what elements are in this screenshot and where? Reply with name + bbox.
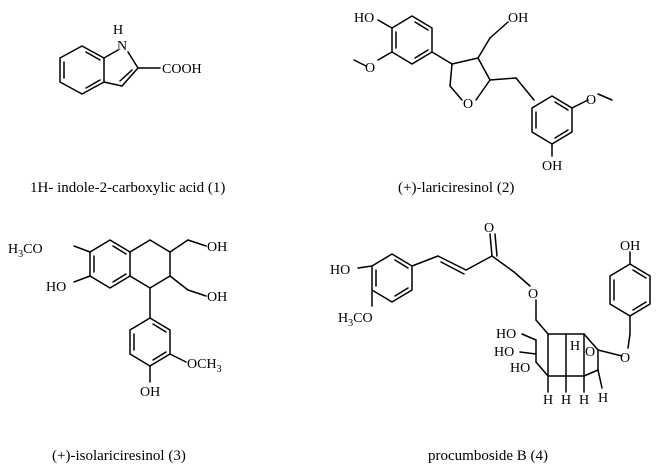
methoxy-o-left-label: O xyxy=(365,61,375,76)
carbonyl-o-label: O xyxy=(484,221,494,236)
sugar-ho1-label: HO xyxy=(496,327,516,342)
ch2oh-label: OH xyxy=(508,11,528,26)
sugar-h4-label: H xyxy=(579,393,589,408)
compound-3-structure: H3CO HO OH OH OCH3 OH xyxy=(8,239,227,400)
compound-1-caption: 1H- indole-2-carboxylic acid (1) xyxy=(30,180,225,196)
och3-label: OCH3 xyxy=(187,357,222,375)
compound-1-structure: N H COOH xyxy=(59,23,202,95)
sugar-h1-label: H xyxy=(570,339,580,354)
oh-upper-label: OH xyxy=(207,240,227,255)
compound-4-structure: HO H3CO O O OH HO HO HO H H H H H O O xyxy=(330,221,651,408)
glycosidic-o-label: O xyxy=(620,351,630,366)
sugar-h2-label: H xyxy=(543,393,553,408)
cooh-label: COOH xyxy=(162,62,202,77)
oh-bottom-label: OH xyxy=(542,159,562,174)
phenol-oh-label: OH xyxy=(620,239,640,254)
ho-top-label: HO xyxy=(354,11,374,26)
ester-o-label: O xyxy=(528,287,538,302)
indole-nh-label: N xyxy=(117,39,127,54)
sugar-h3-label: H xyxy=(561,393,571,408)
compound-4-caption: procumboside B (4) xyxy=(428,448,548,464)
ferulic-h3co-label: H3CO xyxy=(338,311,373,329)
ho-label: HO xyxy=(46,280,66,295)
sugar-ring-o-label: O xyxy=(585,345,595,360)
oh-lower-label: OH xyxy=(207,290,227,305)
thf-o-label: O xyxy=(463,97,473,112)
compound-2-structure: HO O OH O O OH xyxy=(353,11,613,174)
sugar-h5-label: H xyxy=(598,391,608,406)
compound-3-caption: (+)-isolariciresinol (3) xyxy=(52,448,186,464)
compound-2-caption: (+)-lariciresinol (2) xyxy=(398,180,514,196)
h3co-label: H3CO xyxy=(8,242,43,260)
methoxy-o-right-label: O xyxy=(586,93,596,108)
oh-bottom-label: OH xyxy=(140,385,160,400)
sugar-ho2-label: HO xyxy=(494,345,514,360)
sugar-ho3-label: HO xyxy=(510,361,530,376)
ferulic-ho-label: HO xyxy=(330,263,350,278)
indole-h-label: H xyxy=(113,23,123,38)
